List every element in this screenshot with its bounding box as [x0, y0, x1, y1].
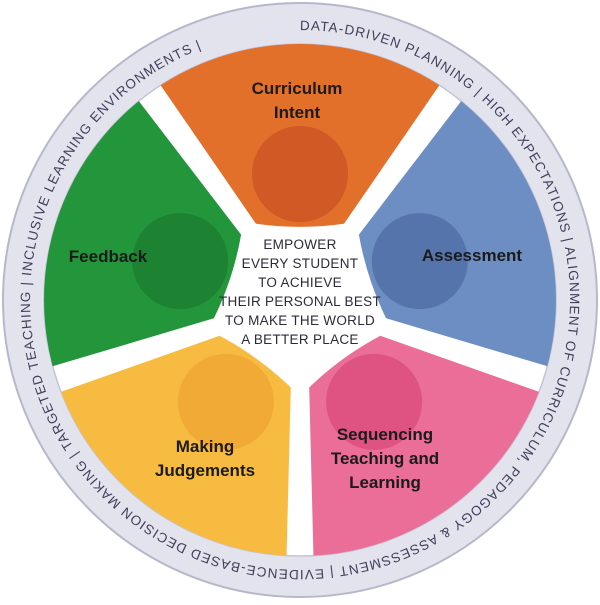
segment-label-line: Learning [349, 473, 421, 492]
center-text-line: EMPOWER [263, 237, 336, 252]
segment-feedback-inner [132, 213, 229, 310]
segment-judgements-inner [177, 353, 274, 450]
center-text-line: TO ACHIEVE [258, 275, 342, 290]
segments-layer [44, 44, 556, 556]
segment-assessment-inner [371, 213, 468, 310]
segment-label-line: Curriculum [252, 79, 343, 98]
center-text-line: TO MAKE THE WORLD [225, 313, 375, 328]
center-text-line: EVERY STUDENT [242, 256, 359, 271]
segment-label-line: Assessment [422, 246, 523, 265]
segment-label-line: Intent [274, 103, 321, 122]
segment-label-line: Judgements [155, 461, 255, 480]
segment-label-line: Teaching and [331, 449, 439, 468]
segment-label-feedback: Feedback [69, 247, 148, 266]
center-text: EMPOWER EVERY STUDENT TO ACHIEVE THEIR PERS… [219, 237, 381, 347]
center-text-line: A BETTER PLACE [241, 332, 359, 347]
segment-label-line: Making [176, 437, 235, 456]
segment-label-line: Sequencing [337, 425, 433, 444]
segment-label-line: Feedback [69, 247, 148, 266]
center-statement: EMPOWER EVERY STUDENT TO ACHIEVE THEIR PERS… [219, 237, 381, 347]
center-text-line: THEIR PERSONAL BEST [219, 294, 381, 309]
segment-label-assessment: Assessment [422, 246, 523, 265]
segment-sequencing-inner [326, 353, 423, 450]
segment-curriculum-inner [252, 126, 348, 222]
